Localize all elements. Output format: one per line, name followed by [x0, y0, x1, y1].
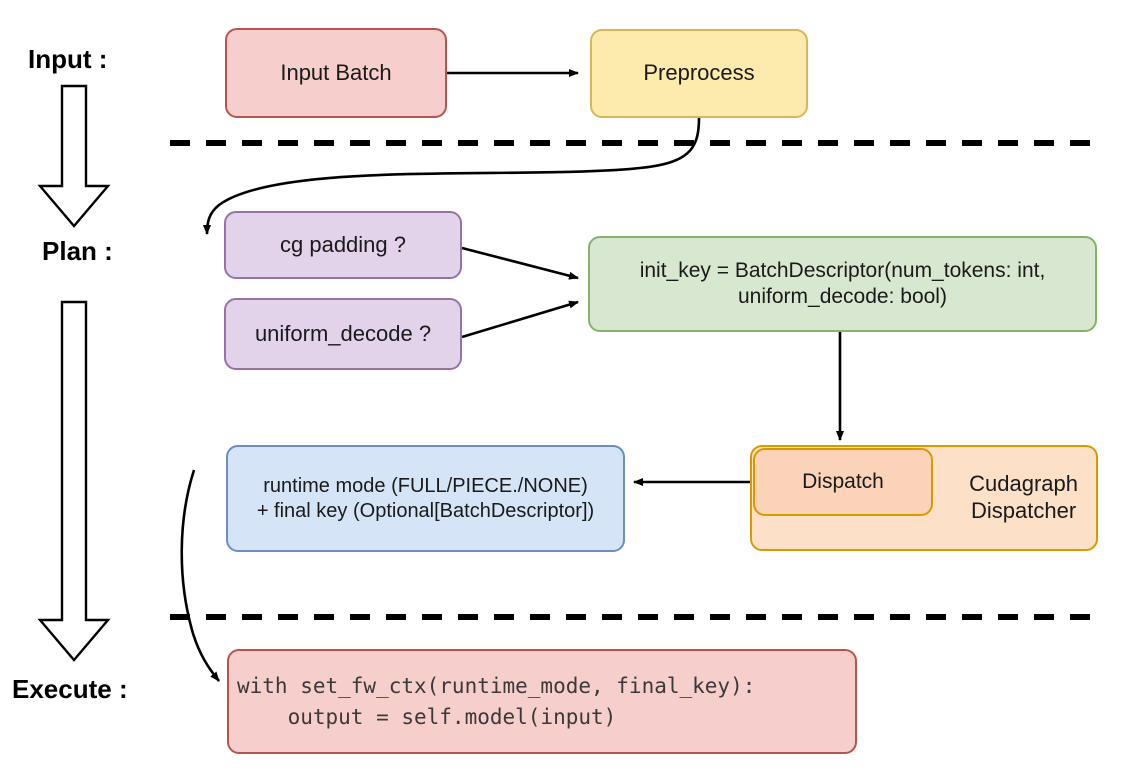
cg-padding-to-init-key-arrow — [461, 246, 579, 280]
stage-label-plan: Plan : — [42, 236, 113, 266]
node-uniform-decode[interactable]: uniform_decode ? — [224, 298, 462, 370]
node-init-key[interactable]: init_key = BatchDescriptor(num_tokens: i… — [588, 236, 1097, 332]
plan-to-execute-block-arrow — [37, 300, 111, 662]
node-dispatch[interactable]: Dispatch — [753, 448, 933, 516]
node-runtime-mode[interactable]: runtime mode (FULL/PIECE./NONE) + final … — [226, 445, 625, 552]
node-input-batch[interactable]: Input Batch — [225, 28, 447, 118]
node-preprocess[interactable]: Preprocess — [590, 29, 808, 118]
node-execute-code[interactable]: with set_fw_ctx(runtime_mode, final_key)… — [227, 649, 857, 754]
stage-label-execute: Execute : — [12, 674, 128, 704]
input-to-plan-block-arrow — [37, 84, 111, 228]
stage-label-input: Input : — [28, 44, 108, 74]
uniform-decode-to-init-key-arrow — [461, 300, 579, 339]
runtime-mode-to-execute-code-arrow — [180, 469, 221, 682]
node-cg-padding[interactable]: cg padding ? — [224, 211, 462, 279]
